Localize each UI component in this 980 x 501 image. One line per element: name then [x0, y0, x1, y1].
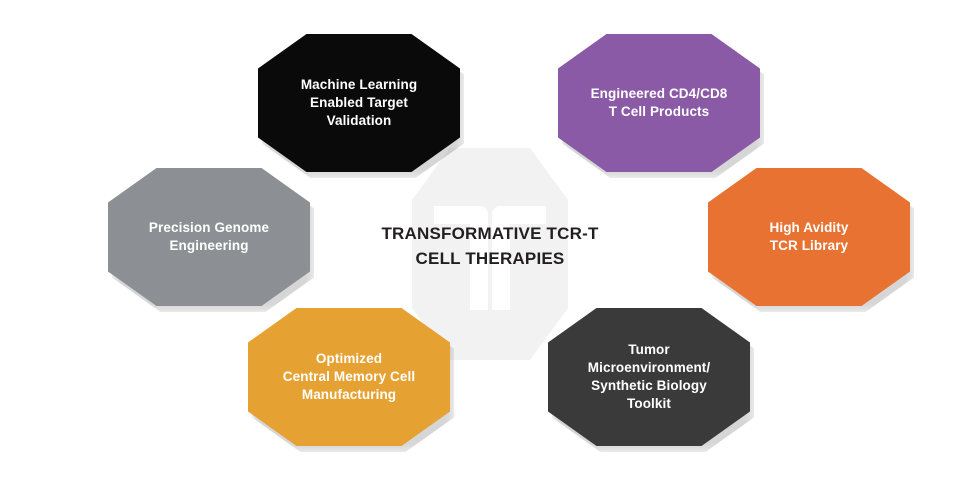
node-high-avidity-tcr-library[interactable]: High Avidity TCR Library: [708, 168, 910, 306]
node-precision-genome-engineering[interactable]: Precision Genome Engineering: [108, 168, 310, 306]
node-label: Machine Learning Enabled Target Validati…: [300, 77, 418, 128]
center-title: TRANSFORMATIVE TCR-T CELL THERAPIES: [381, 224, 599, 268]
node-label: Tumor Microenvironment/ Synthetic Biolog…: [587, 342, 711, 411]
node-label: High Avidity TCR Library: [769, 220, 849, 253]
node-label: Precision Genome Engineering: [148, 220, 270, 253]
node-label: Optimized Central Memory Cell Manufactur…: [282, 351, 416, 402]
node-machine-learning-enabled-target-validation[interactable]: Machine Learning Enabled Target Validati…: [258, 34, 460, 172]
node-label: Engineered CD4/CD8 T Cell Products: [590, 86, 728, 119]
node-engineered-cd4-cd8-t-cell-products[interactable]: Engineered CD4/CD8 T Cell Products: [558, 34, 760, 172]
node-tumor-microenvironment-synthetic-biology-toolkit[interactable]: Tumor Microenvironment/ Synthetic Biolog…: [548, 308, 750, 446]
node-optimized-central-memory-cell-manufacturing[interactable]: Optimized Central Memory Cell Manufactur…: [248, 308, 450, 446]
